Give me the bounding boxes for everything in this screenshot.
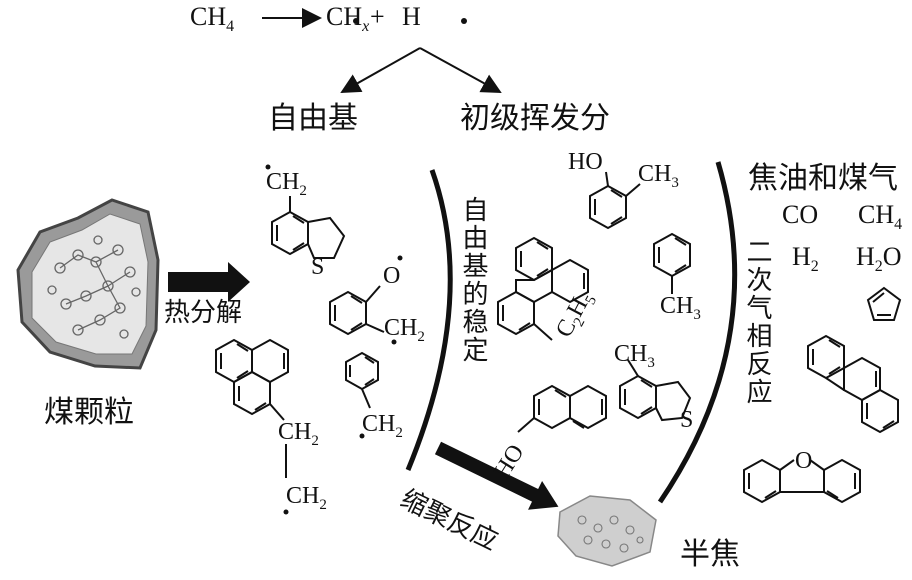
ho-label-1: HO — [568, 149, 603, 175]
o-label-1: O — [383, 263, 401, 289]
coal-particle-label: 煤颗粒 — [44, 395, 134, 430]
ch2-label-4: CH2 — [278, 419, 319, 449]
ch3-label-1: CH3 — [638, 161, 679, 191]
gas-ch4: CH4 — [858, 200, 903, 234]
bracket-curve-left — [405, 169, 453, 471]
semicoke-label: 半焦 — [680, 537, 740, 572]
methyl-benzothiophene — [619, 359, 692, 422]
branch-arrow-right — [419, 47, 502, 93]
branch-free-radical: 自由基 — [268, 101, 358, 136]
toluene — [653, 232, 691, 294]
gas-co: CO — [782, 200, 819, 229]
o-cresol — [589, 171, 641, 230]
benzothiophene-radical — [271, 196, 346, 259]
cyclopentadiene — [866, 286, 902, 321]
condensation-arrow — [434, 441, 559, 510]
equation-product-radical: CHx — [326, 2, 370, 36]
gas-h2: H2 — [792, 242, 819, 276]
ethyl-phenanthrene — [497, 236, 589, 341]
pyrolysis-label: 热分解 — [164, 298, 243, 328]
ch3-label-3: CH3 — [614, 341, 655, 371]
phenanthrene-radical — [215, 338, 289, 478]
o-label-2: O — [795, 448, 813, 474]
ch2-label-2: CH2 — [384, 315, 425, 345]
gas-h2o: H2O — [856, 242, 902, 276]
dibenzofuran — [743, 458, 861, 504]
branch-primary-volatiles: 初级挥发分 — [460, 101, 610, 136]
ch3-label-2: CH3 — [660, 293, 701, 323]
s-label-1: S — [311, 254, 325, 280]
secondary-reaction-label: 二次气相反应 — [742, 238, 772, 406]
equation-reactant: CH4 — [190, 2, 235, 36]
naphthol — [517, 384, 607, 433]
bracket-curve-right — [657, 161, 738, 504]
ch2-label-3: CH2 — [362, 411, 403, 441]
coal-particle-shape — [16, 198, 160, 370]
branch-arrow-left — [340, 47, 421, 93]
ch2-label-1: CH2 — [266, 169, 307, 199]
semicoke-shape — [557, 495, 657, 567]
ch2-label-5: CH2 — [286, 483, 327, 513]
benzyl-radical — [345, 351, 379, 409]
equation-product-h: H — [402, 2, 421, 31]
phenoxy-radical — [329, 285, 385, 336]
equation-plus: + — [370, 2, 385, 31]
pyrolysis-arrow — [168, 262, 250, 302]
tar-gas-label: 焦油和煤气 — [748, 161, 898, 196]
radical-dots — [265, 18, 467, 515]
radical-stabilization-label: 自由基的稳定 — [458, 196, 488, 364]
s-label-2: S — [680, 407, 694, 433]
phenanthrene — [807, 334, 899, 434]
